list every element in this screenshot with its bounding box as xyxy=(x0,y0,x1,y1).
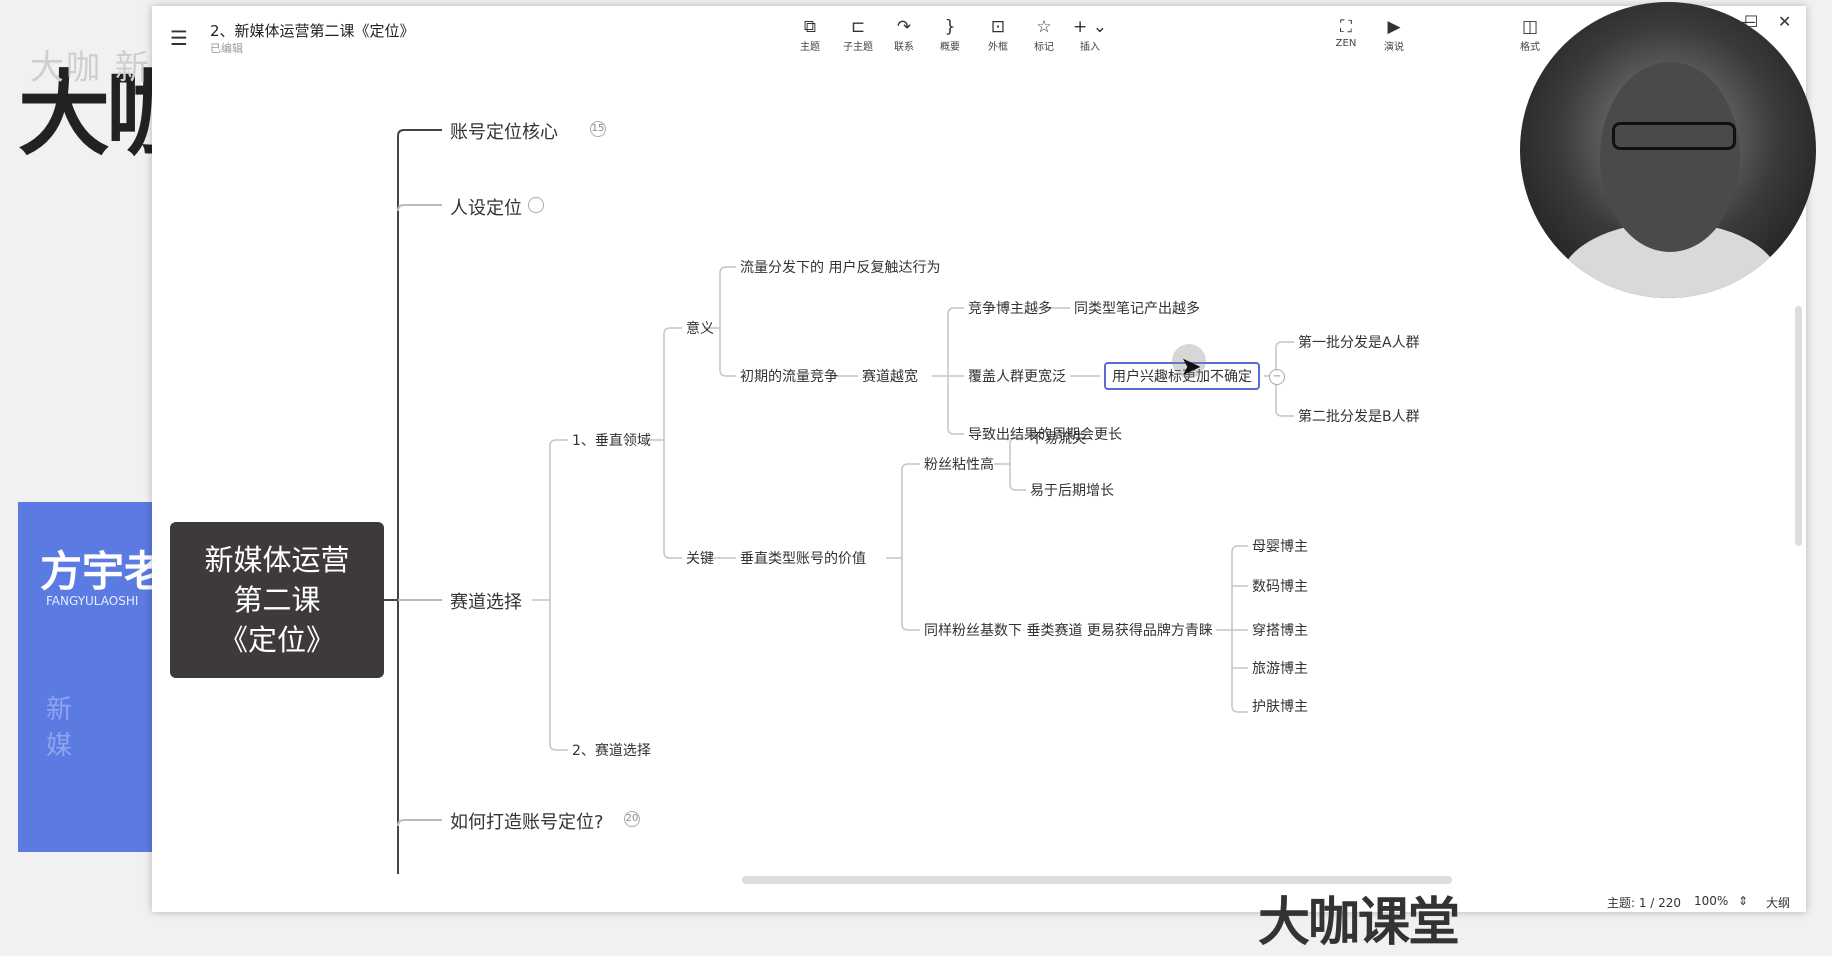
topic-track-selection[interactable]: 赛道选择 xyxy=(450,592,522,613)
toolbar-button-summary[interactable]: } 概要 xyxy=(926,16,974,53)
topic-wider-track[interactable]: 赛道越宽 xyxy=(862,369,918,385)
topic-interest-uncertain[interactable]: 用户兴趣标更加不确定 xyxy=(1104,362,1260,390)
topic-longer-cycle[interactable]: 导致出结果的周期会更长 xyxy=(968,427,1122,443)
toolbar-button-insert[interactable]: + ⌄ 插入 xyxy=(1066,16,1114,53)
insert-icon: + ⌄ xyxy=(1073,17,1107,37)
toolbar-label: ZEN xyxy=(1335,38,1357,49)
webcam-face xyxy=(1600,62,1740,252)
toolbar-button-zen[interactable]: ⛶ZEN xyxy=(1322,16,1370,49)
topic-not-lost[interactable]: 不易流失 xyxy=(1030,431,1086,447)
collapse-toggle-icon[interactable]: 20 xyxy=(624,811,640,827)
mindmap-canvas[interactable]: 新媒体运营 第二课 《定位》 账号定位核心 15 人设定位 赛道选择 如何打造账… xyxy=(152,64,1806,874)
topic-persona[interactable]: 人设定位 xyxy=(450,198,522,219)
toolbar-button-relation[interactable]: ↷ 联系 xyxy=(880,16,928,53)
topic-account-core[interactable]: 账号定位核心 xyxy=(450,122,558,143)
collapse-toggle-icon[interactable]: 15 xyxy=(590,121,606,137)
boundary-icon: ⊡ xyxy=(990,17,1006,37)
document-status: 已编辑 xyxy=(210,42,243,55)
topic-batch-b[interactable]: 第二批分发是B人群 xyxy=(1298,409,1420,425)
topic-brand-favor[interactable]: 同样粉丝基数下 垂类赛道 更易获得品牌方青睐 xyxy=(924,623,1213,639)
toolbar-label: 主题 xyxy=(800,42,820,53)
root-line-3: 《定位》 xyxy=(218,623,335,657)
toolbar-button-boundary[interactable]: ⊡ 外框 xyxy=(974,16,1022,53)
document-title: 2、新媒体运营第二课《定位》 xyxy=(210,22,415,40)
topic-how-to-build[interactable]: 如何打造账号定位? xyxy=(450,812,604,833)
zen-icon: ⛶ xyxy=(1340,17,1352,37)
backdrop-card-faint: 新 媒 xyxy=(46,695,73,761)
backdrop-card-title: 方宇老 xyxy=(40,547,167,596)
mindmap-connectors xyxy=(384,129,1294,874)
cursor-arrow-icon: ➤ xyxy=(1180,352,1202,382)
topic-key[interactable]: 关键 xyxy=(686,551,714,567)
topic-more-notes[interactable]: 同类型笔记产出越多 xyxy=(1074,301,1200,317)
zoom-level[interactable]: 100% xyxy=(1694,894,1729,908)
present-icon: ▶ xyxy=(1387,17,1401,37)
topic-high-stickiness[interactable]: 粉丝粘性高 xyxy=(924,457,994,473)
star-icon: ☆ xyxy=(1036,17,1052,37)
topic-meaning[interactable]: 意义 xyxy=(686,321,714,337)
topic-track-selection-2[interactable]: 2、赛道选择 xyxy=(572,743,651,759)
topic-blogger-baby[interactable]: 母婴博主 xyxy=(1252,539,1308,555)
topic-blogger-digital[interactable]: 数码博主 xyxy=(1252,579,1308,595)
root-topic[interactable]: 新媒体运营 第二课 《定位》 xyxy=(170,522,384,678)
summary-icon: } xyxy=(944,17,956,37)
toolbar-button-format[interactable]: ◫ 格式 xyxy=(1506,16,1554,53)
topic-flow-distribution[interactable]: 流量分发下的 用户反复触达行为 xyxy=(740,260,941,276)
toolbar-button-topic[interactable]: ⧉ 主题 xyxy=(786,16,834,53)
toolbar-label: 概要 xyxy=(940,42,960,53)
mindmap-window: ☰ 2、新媒体运营第二课《定位》 已编辑 ⧉ 主题 ⊏ 子主题 ↷ 联系} 概要 ⊡ 外框 ☆ 标记… xyxy=(152,6,1806,912)
topic-easy-growth[interactable]: 易于后期增长 xyxy=(1030,483,1114,499)
horizontal-scrollbar[interactable] xyxy=(742,876,1452,884)
vertical-scrollbar[interactable] xyxy=(1795,306,1802,546)
close-button[interactable]: ✕ xyxy=(1778,12,1792,31)
toolbar-button-present[interactable]: ▶ 演说 xyxy=(1370,16,1418,53)
backdrop-card: 方宇老 FANGYULAOSHI 新 媒 xyxy=(18,502,166,852)
brand-watermark: 大咖课堂 xyxy=(1258,893,1460,953)
toolbar-button-star[interactable]: ☆ 标记 xyxy=(1020,16,1068,53)
webcam-glasses xyxy=(1612,122,1736,150)
toolbar-label: 外框 xyxy=(988,42,1008,53)
cursor-highlight xyxy=(1172,344,1206,378)
toolbar-label: 标记 xyxy=(1034,42,1054,53)
topic-early-competition[interactable]: 初期的流量竞争 xyxy=(740,369,838,385)
backdrop-card-subtitle: FANGYULAOSHI xyxy=(46,594,139,608)
zoom-stepper-icon[interactable]: ⇕ xyxy=(1738,894,1749,908)
topic-icon: ⧉ xyxy=(803,17,817,37)
topic-blogger-fashion[interactable]: 穿搭博主 xyxy=(1252,623,1308,639)
toolbar-label: 插入 xyxy=(1080,42,1100,53)
toolbar-label: 演说 xyxy=(1384,42,1404,53)
topic-blogger-skincare[interactable]: 护肤博主 xyxy=(1252,699,1308,715)
toolbar-button-subtopic[interactable]: ⊏ 子主题 xyxy=(834,16,882,53)
relation-icon: ↷ xyxy=(896,17,912,37)
subtopic-icon: ⊏ xyxy=(850,17,866,37)
topic-counter: 主题: 1 / 220 xyxy=(1607,896,1682,910)
toolbar-label: 联系 xyxy=(894,42,914,53)
root-line-2: 第二课 xyxy=(233,583,321,617)
topic-batch-a[interactable]: 第一批分发是A人群 xyxy=(1298,335,1420,351)
collapse-toggle-icon[interactable] xyxy=(528,197,544,213)
topic-wider-coverage[interactable]: 覆盖人群更宽泛 xyxy=(968,369,1066,385)
format-icon: ◫ xyxy=(1521,17,1539,37)
topic-more-competitors[interactable]: 竞争博主越多 xyxy=(968,301,1052,317)
menu-icon[interactable]: ☰ xyxy=(170,26,188,50)
root-line-1: 新媒体运营 xyxy=(204,543,350,577)
topic-blogger-travel[interactable]: 旅游博主 xyxy=(1252,661,1308,677)
outline-button[interactable]: 大纲 xyxy=(1766,896,1791,910)
webcam-overlay xyxy=(1520,2,1816,298)
topic-vertical-value[interactable]: 垂直类型账号的价值 xyxy=(740,551,866,567)
toolbar-label: 格式 xyxy=(1520,42,1540,53)
collapse-toggle-icon[interactable]: − xyxy=(1269,369,1285,385)
topic-vertical-domain[interactable]: 1、垂直领域 xyxy=(572,433,651,449)
toolbar-label: 子主题 xyxy=(843,42,873,53)
